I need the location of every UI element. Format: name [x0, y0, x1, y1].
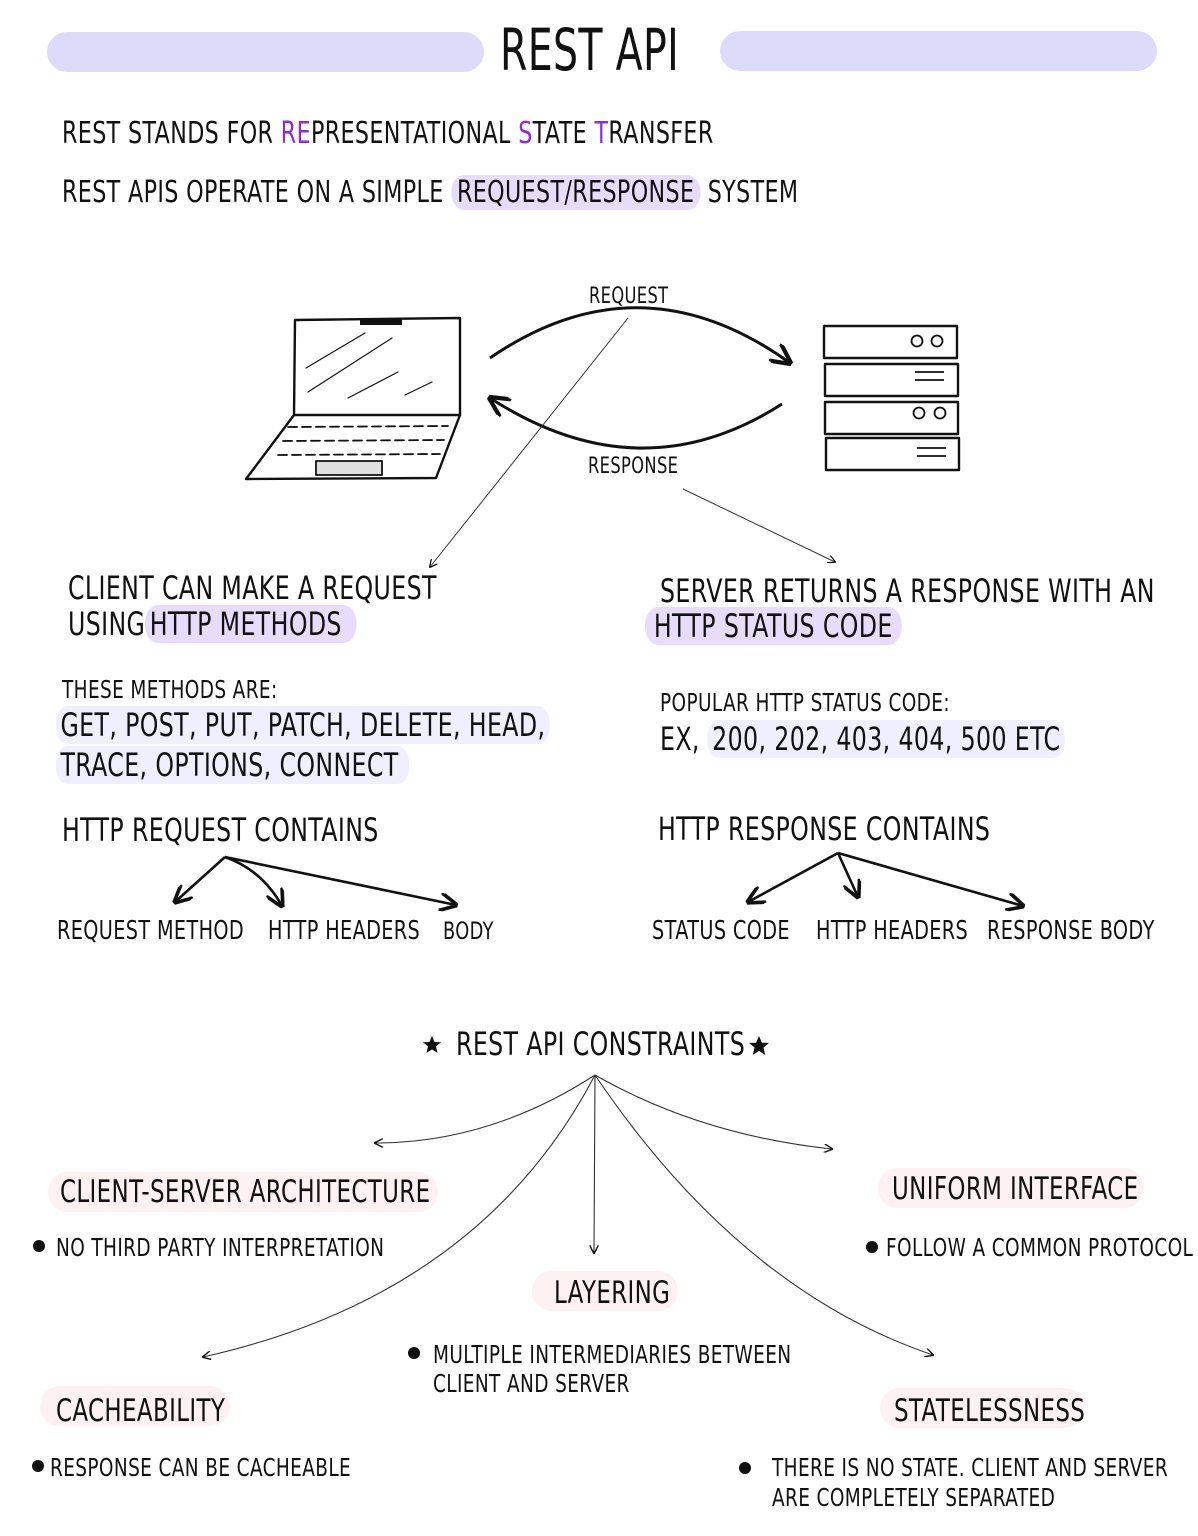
- title-bar-right: [720, 31, 1157, 71]
- response-item-headers: HTTP HEADERS: [816, 916, 969, 946]
- constraint-bg: [48, 1172, 438, 1212]
- codes-label: POPULAR HTTP STATUS CODE:: [660, 688, 950, 717]
- intro-text: SYSTEM: [700, 175, 799, 210]
- methods-list-2: TRACE, OPTIONS, CONNECT: [56, 746, 409, 784]
- request-item-headers: HTTP HEADERS: [268, 916, 421, 946]
- page-title: REST API: [500, 16, 680, 84]
- request-label: REQUEST: [589, 284, 669, 309]
- response-item-body: RESPONSE BODY: [987, 916, 1155, 946]
- constraint-client-server: CLIENT-SERVER ARCHITECTURE: [60, 1174, 431, 1210]
- laptop-icon: [244, 316, 462, 481]
- intro-accent-s: S: [518, 116, 533, 151]
- bullet: [32, 1460, 44, 1472]
- codes-prefix: EX,: [660, 720, 708, 758]
- request-response-highlight: REQUEST/RESPONSE: [451, 175, 701, 210]
- methods-list-1: GET, POST, PUT, PATCH, DELETE, HEAD,: [56, 706, 550, 744]
- bullet: [866, 1241, 878, 1253]
- intro-text: REST APIS OPERATE ON A SIMPLE: [62, 175, 452, 210]
- constraint-bg: [40, 1386, 230, 1426]
- intro-accent-re: RE: [280, 116, 311, 151]
- intro-text: TATE: [532, 116, 595, 151]
- request-item-body: BODY: [443, 917, 494, 945]
- client-heading-text: USING: [68, 605, 146, 643]
- constraints-title: REST API CONSTRAINTS: [456, 1025, 746, 1063]
- intro-text: RANSFER: [608, 116, 714, 151]
- intro-text: PRESENTATIONAL: [310, 116, 519, 151]
- intro-line-2: REST APIS OPERATE ON A SIMPLE REQUEST/RE…: [62, 175, 798, 210]
- bullet: [739, 1462, 751, 1474]
- server-heading-line-1: SERVER RETURNS A RESPONSE WITH AN: [660, 572, 1155, 610]
- constraint-uniform-interface-note: FOLLOW A COMMON PROTOCOL: [886, 1233, 1194, 1262]
- http-methods-highlight: HTTP METHODS: [145, 605, 357, 643]
- intro-line-1: REST STANDS FOR REPRESENTATIONAL STATE T…: [62, 116, 714, 151]
- request-item-method: REQUEST METHOD: [57, 916, 245, 946]
- intro-accent-t: T: [594, 116, 609, 151]
- request-contains-tree: [175, 855, 456, 906]
- constraint-cacheability: CACHEABILITY: [56, 1393, 226, 1429]
- response-pointer: [682, 488, 835, 562]
- codes-list: 200, 202, 403, 404, 500 ETC: [707, 720, 1065, 758]
- response-item-status: STATUS CODE: [652, 916, 790, 946]
- codes-line: EX, 200, 202, 403, 404, 500 ETC: [660, 720, 1065, 758]
- response-label: RESPONSE: [588, 454, 679, 479]
- http-status-code-highlight: HTTP STATUS CODE: [645, 607, 902, 645]
- bullet: [33, 1240, 45, 1252]
- constraint-layering-note-1: MULTIPLE INTERMEDIARIES BETWEEN: [433, 1340, 792, 1369]
- bullet: [408, 1347, 420, 1359]
- constraint-statelessness: STATELESSNESS: [894, 1393, 1086, 1429]
- methods-line-1: GET, POST, PUT, PATCH, DELETE, HEAD,: [56, 706, 550, 744]
- methods-label: THESE METHODS ARE:: [62, 675, 278, 704]
- constraint-uniform-interface: UNIFORM INTERFACE: [892, 1171, 1139, 1207]
- request-pointer: [430, 317, 629, 567]
- request-contains-title: HTTP REQUEST CONTAINS: [62, 811, 379, 849]
- request-arrow: [489, 306, 790, 363]
- constraints-arrows: [203, 1074, 933, 1357]
- constraint-bg: [532, 1271, 678, 1311]
- constraint-layering: LAYERING: [554, 1275, 671, 1311]
- constraint-bg: [878, 1168, 1144, 1208]
- server-heading-line-2: HTTP STATUS CODE: [645, 607, 902, 645]
- constraint-statelessness-note-1: THERE IS NO STATE. CLIENT AND SERVER: [772, 1453, 1169, 1482]
- title-bar-left: [47, 32, 484, 72]
- client-heading-line-1: CLIENT CAN MAKE A REQUEST: [68, 569, 437, 607]
- constraint-layering-note-2: CLIENT AND SERVER: [433, 1369, 630, 1398]
- methods-line-2: TRACE, OPTIONS, CONNECT: [56, 746, 409, 784]
- star-icon: [749, 1036, 769, 1055]
- constraint-client-server-note: NO THIRD PARTY INTERPRETATION: [56, 1233, 385, 1262]
- star-icon: [423, 1036, 441, 1053]
- server-rack-icon: [822, 324, 961, 472]
- intro-text: REST STANDS FOR: [62, 116, 281, 151]
- constraint-cacheability-note: RESPONSE CAN BE CACHEABLE: [50, 1453, 352, 1482]
- constraint-bg: [880, 1388, 1084, 1428]
- constraint-statelessness-note-2: ARE COMPLETELY SEPARATED: [772, 1483, 1056, 1512]
- response-contains-tree: [748, 851, 1023, 906]
- response-arrow: [490, 398, 783, 450]
- response-contains-title: HTTP RESPONSE CONTAINS: [658, 810, 991, 848]
